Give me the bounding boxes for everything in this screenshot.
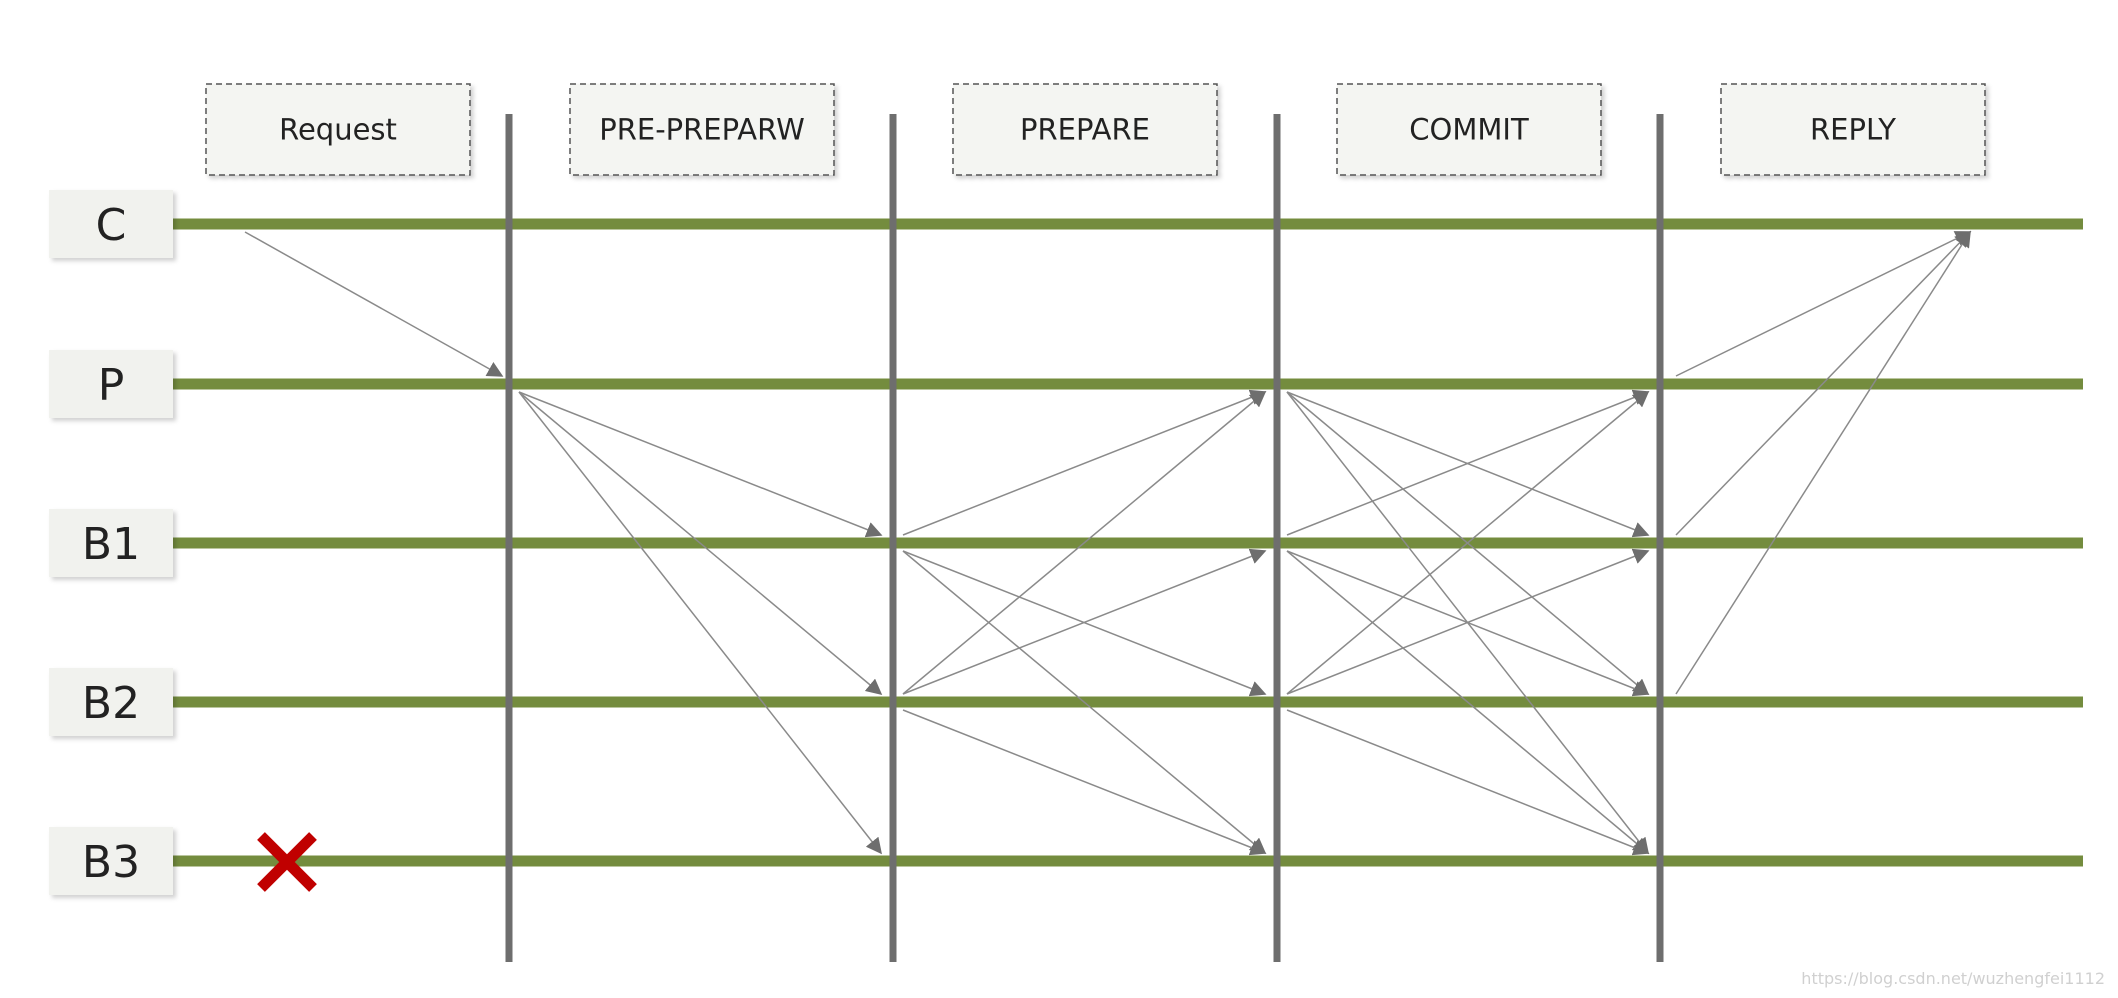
message-arrow-prepare-b2-to-b1 [902,548,1267,695]
phase-box-frame [569,83,835,176]
node-b2: B2 [49,668,173,736]
message-arrow-pre-prepare-p-to-b1 [518,391,883,538]
node-box [49,190,173,258]
phase-box-frame [952,83,1218,176]
phase-box-frame [1336,83,1602,176]
node-timelines [168,218,2083,867]
phase-box-request: Request [205,83,471,176]
node-box [49,827,173,895]
message-arrow-commit-b2-to-p [1286,390,1650,695]
watermark-text: https://blog.csdn.net/wuzhengfei1112 [1801,969,2105,988]
phase-box-commit: COMMIT [1336,83,1602,176]
phase-label-commit: COMMIT [1409,113,1529,147]
node-c: C [49,190,173,258]
node-label-b1: B1 [82,519,140,570]
message-arrow-prepare-b1-to-p [902,389,1267,536]
red-x-icon [257,832,317,892]
phase-label-pre-prepare: PRE-PREPARW [599,113,805,147]
message-arrows [244,230,1972,856]
message-arrow-prepare-b1-to-b3 [902,550,1267,855]
fault-markers [257,832,317,892]
phase-box-frame [205,83,471,176]
node-label-b2: B2 [82,678,140,729]
message-arrow-commit-b1-to-b3 [1286,550,1650,855]
message-arrow-pre-prepare-p-to-b2 [518,391,883,696]
message-arrow-commit-b1-to-p [1286,389,1650,536]
message-arrow-prepare-b2-to-p [902,390,1267,695]
message-arrow-commit-b2-to-b3 [1286,709,1650,856]
node-label-b3: B3 [82,837,140,888]
phase-dividers [505,114,1664,962]
node-p: P [49,350,173,418]
phase-box-pre-prepare: PRE-PREPARW [569,83,835,176]
phase-label-reply: REPLY [1810,113,1896,147]
phase-box-prepare: PREPARE [952,83,1218,176]
phase-box-reply: REPLY [1720,83,1986,176]
node-label-p: P [98,360,125,411]
node-label-c: C [96,200,127,251]
phase-label-prepare: PREPARE [1020,113,1150,147]
message-arrow-prepare-b2-to-b3 [902,709,1267,856]
fault-x-stroke [257,832,317,892]
message-arrow-commit-b2-to-b1 [1286,548,1650,695]
node-box [49,668,173,736]
message-arrow-reply-p-to-c [1675,231,1972,377]
node-b1: B1 [49,509,173,577]
message-arrow-reply-b2-to-c [1675,230,1971,695]
node-b3: B3 [49,827,173,895]
phase-box-frame [1720,83,1986,176]
message-arrow-request-c-to-p [244,231,504,377]
message-arrow-reply-b1-to-c [1675,230,1972,536]
node-box [49,350,173,418]
phase-headers: Request PRE-PREPARW PREPARE COMMIT REPLY [205,83,1986,176]
node-box [49,509,173,577]
message-arrow-pre-prepare-p-to-b3 [518,391,882,855]
phase-label-request: Request [279,113,397,147]
